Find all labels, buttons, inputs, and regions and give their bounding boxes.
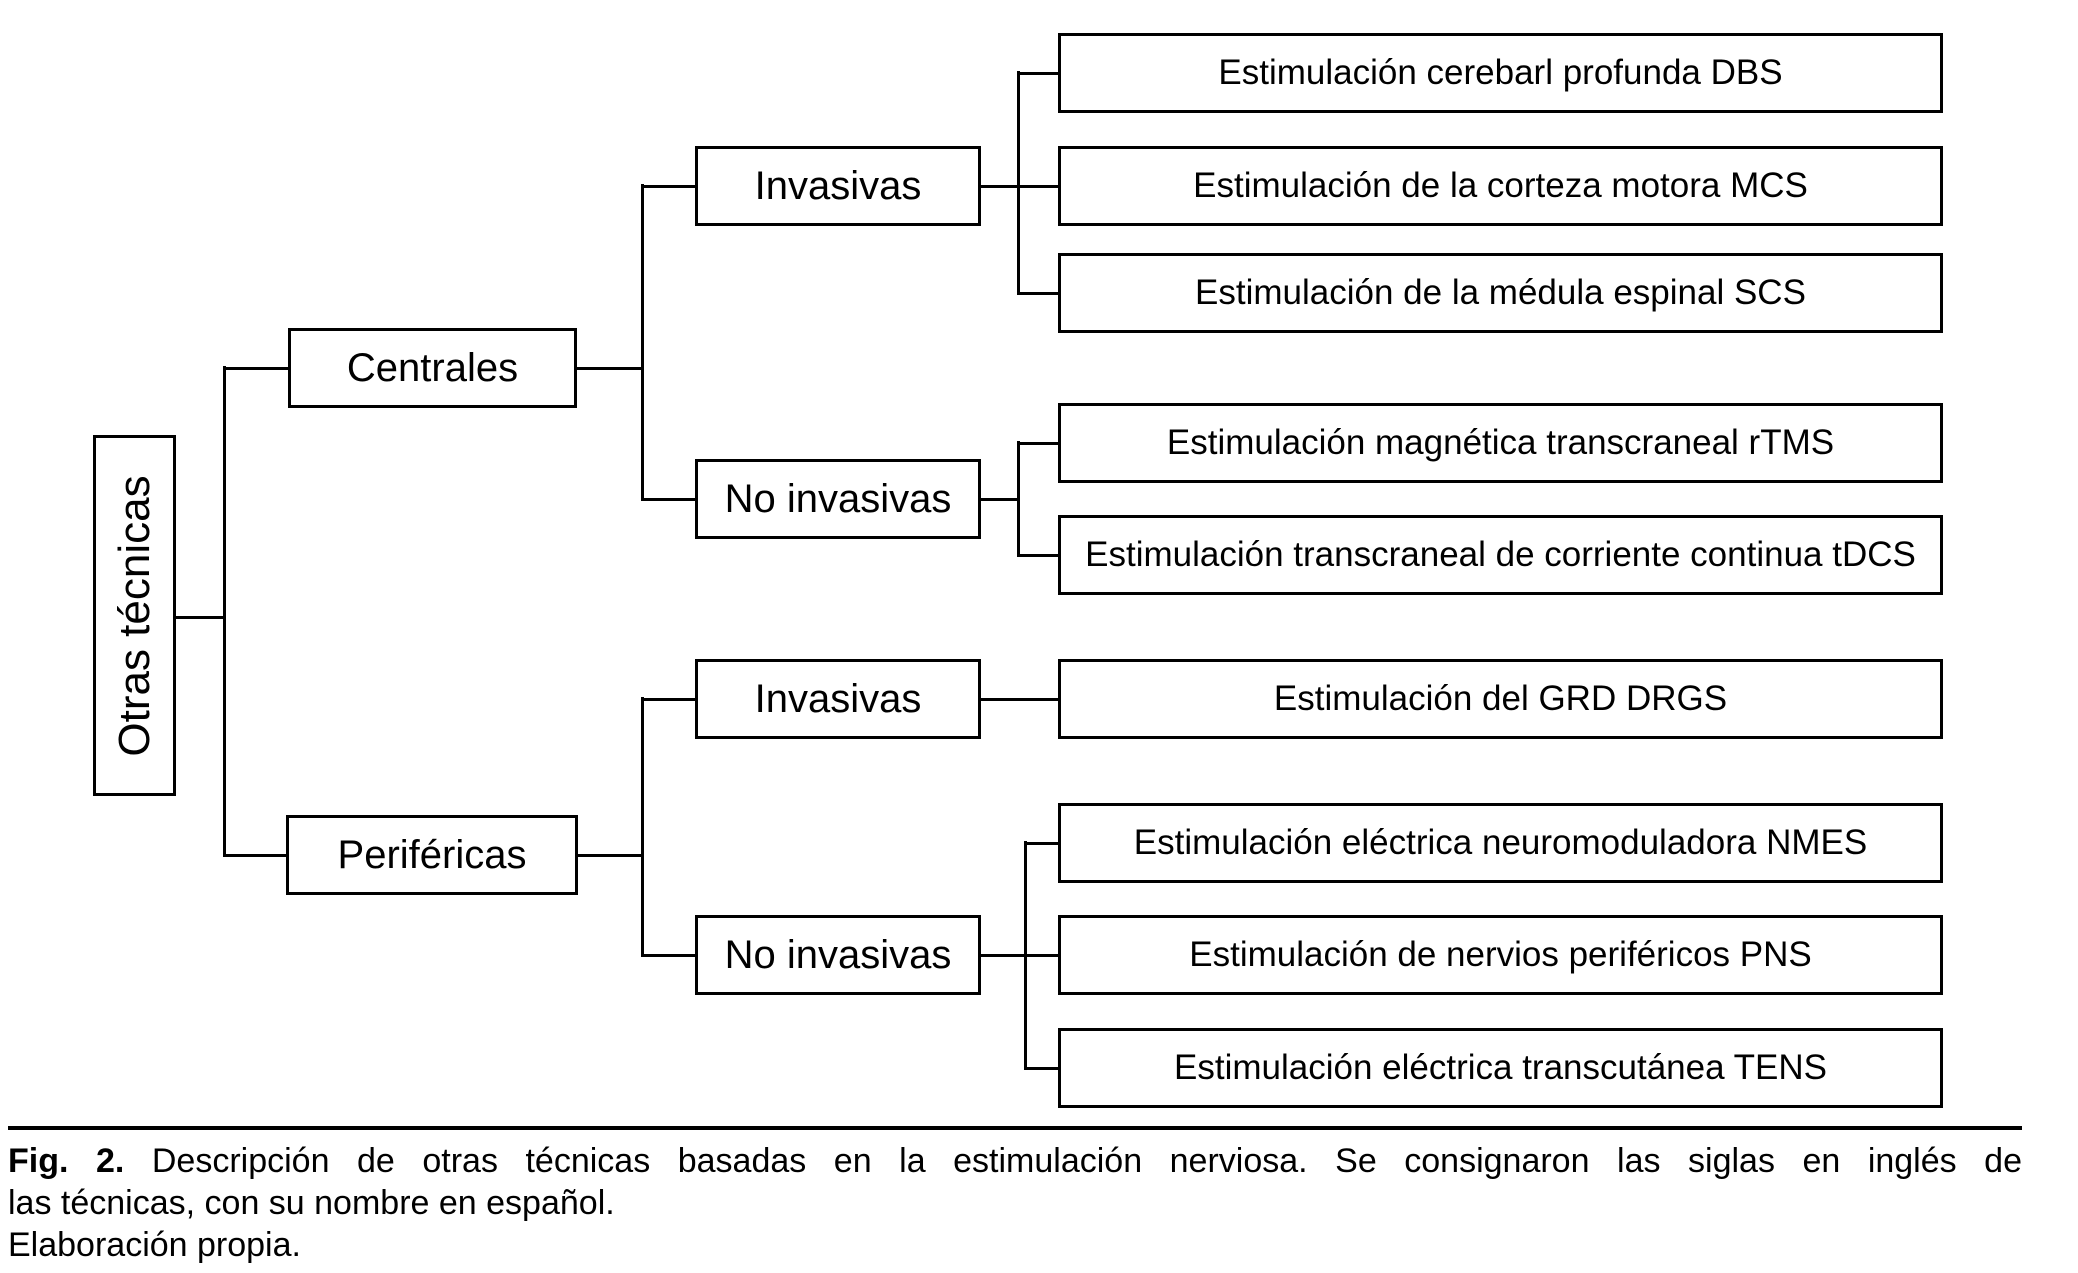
node-otras-tecnicas-label: Otras técnicas	[109, 474, 159, 757]
connector-line	[577, 854, 644, 857]
node-perifericas-no-invasivas-label: No invasivas	[724, 932, 952, 977]
node-centrales-no-invasivas-label: No invasivas	[724, 476, 952, 521]
connector-line	[641, 954, 695, 957]
leaf-scs: Estimulación de la médula espinal SCS	[1058, 253, 1943, 333]
caption-divider	[8, 1126, 2022, 1130]
leaf-nmes: Estimulación eléctrica neuromoduladora N…	[1058, 803, 1943, 883]
leaf-dbs-label: Estimulación cerebarl profunda DBS	[1218, 53, 1783, 92]
connector-line	[1017, 292, 1058, 295]
connector-line	[1024, 841, 1027, 1070]
connector-line	[641, 185, 695, 188]
leaf-mcs-label: Estimulación de la corteza motora MCS	[1193, 166, 1808, 205]
leaf-tdcs-label: Estimulación transcraneal de corriente c…	[1085, 535, 1916, 574]
figure-caption: Fig. 2. Descripción de otras técnicas ba…	[8, 1140, 2022, 1266]
leaf-tens: Estimulación eléctrica transcutánea TENS	[1058, 1028, 1943, 1108]
node-centrales-no-invasivas: No invasivas	[695, 459, 981, 539]
leaf-mcs: Estimulación de la corteza motora MCS	[1058, 146, 1943, 226]
connector-line	[1017, 72, 1058, 75]
connector-line	[641, 697, 644, 957]
connector-line	[641, 184, 644, 501]
node-centrales: Centrales	[288, 328, 577, 408]
node-otras-tecnicas: Otras técnicas	[93, 435, 176, 796]
caption-line-1: Fig. 2. Descripción de otras técnicas ba…	[8, 1140, 2022, 1182]
node-perifericas-label: Periféricas	[337, 832, 527, 877]
node-centrales-invasivas-label: Invasivas	[754, 163, 922, 208]
connector-line	[175, 616, 226, 619]
leaf-drgs: Estimulación del GRD DRGS	[1058, 659, 1943, 739]
node-centrales-label: Centrales	[346, 345, 519, 390]
leaf-drgs-label: Estimulación del GRD DRGS	[1273, 679, 1728, 718]
connector-line	[979, 954, 1058, 957]
connector-line	[1024, 1067, 1058, 1070]
connector-line	[577, 367, 644, 370]
leaf-nmes-label: Estimulación eléctrica neuromoduladora N…	[1133, 823, 1868, 862]
leaf-tdcs: Estimulación transcraneal de corriente c…	[1058, 515, 1943, 595]
connector-line	[1017, 71, 1020, 295]
connector-line	[223, 854, 286, 857]
connector-line	[979, 498, 1020, 501]
leaf-tens-label: Estimulación eléctrica transcutánea TENS	[1174, 1048, 1827, 1087]
caption-line-2: las técnicas, con su nombre en español.	[8, 1184, 615, 1222]
caption-source: Elaboración propia.	[8, 1226, 301, 1264]
node-perifericas-no-invasivas: No invasivas	[695, 915, 981, 995]
connector-line	[1017, 442, 1058, 445]
connector-line	[641, 698, 695, 701]
connector-line	[1017, 441, 1020, 557]
leaf-rtms: Estimulación magnética transcraneal rTMS	[1058, 403, 1943, 483]
connector-line	[1024, 842, 1058, 845]
connector-line	[223, 367, 288, 370]
node-perifericas-invasivas-label: Invasivas	[754, 676, 922, 721]
node-centrales-invasivas: Invasivas	[695, 146, 981, 226]
node-perifericas-invasivas: Invasivas	[695, 659, 981, 739]
leaf-dbs: Estimulación cerebarl profunda DBS	[1058, 33, 1943, 113]
connector-line	[223, 366, 226, 857]
caption-line-1-text: Descripción de otras técnicas basadas en…	[151, 1142, 2022, 1180]
connector-line	[1017, 554, 1058, 557]
leaf-scs-label: Estimulación de la médula espinal SCS	[1195, 273, 1806, 312]
node-perifericas: Periféricas	[286, 815, 578, 895]
leaf-pns-label: Estimulación de nervios periféricos PNS	[1189, 935, 1812, 974]
leaf-rtms-label: Estimulación magnética transcraneal rTMS	[1166, 423, 1835, 462]
connector-line	[641, 498, 695, 501]
leaf-pns: Estimulación de nervios periféricos PNS	[1058, 915, 1943, 995]
connector-line	[979, 698, 1058, 701]
figure-label: Fig. 2.	[8, 1142, 125, 1180]
